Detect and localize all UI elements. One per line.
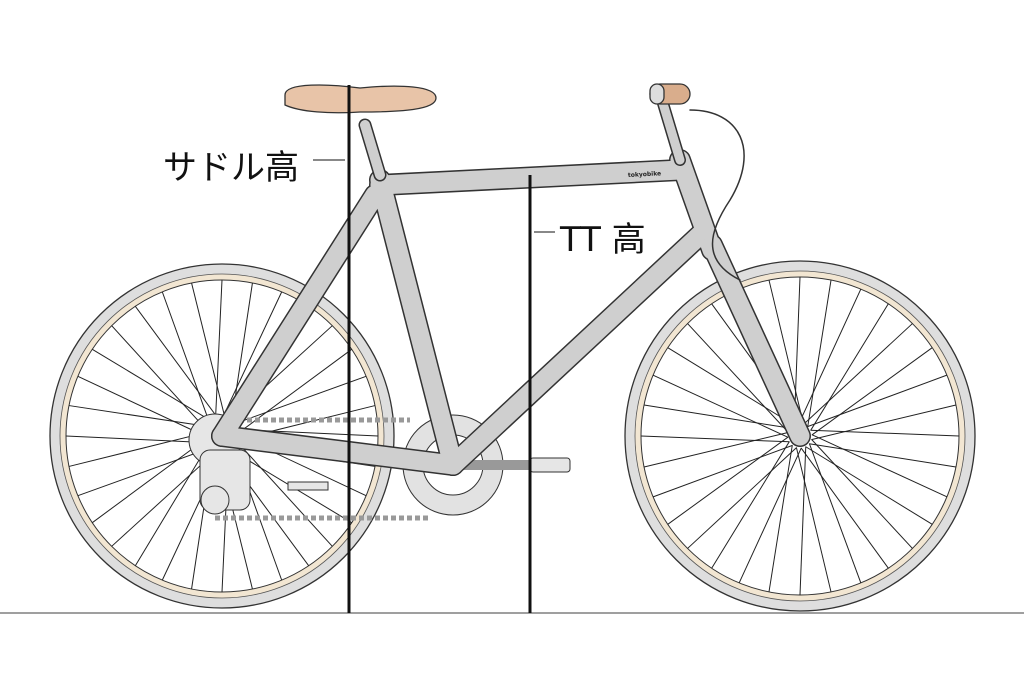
spoke <box>738 447 802 584</box>
spoke <box>810 303 889 431</box>
spoke <box>811 404 957 441</box>
spoke <box>803 323 913 425</box>
spoke <box>667 436 789 525</box>
spoke <box>795 447 832 593</box>
spoke <box>235 439 333 547</box>
spoke <box>768 445 793 593</box>
spoke <box>92 348 216 425</box>
spoke <box>807 279 832 427</box>
spoke <box>161 291 212 428</box>
spoke <box>643 431 789 468</box>
spoke <box>77 446 214 497</box>
spoke <box>220 291 283 423</box>
spoke <box>134 305 222 423</box>
spoke <box>810 429 960 437</box>
spoke <box>768 279 805 425</box>
spoke <box>800 447 889 569</box>
brand-label: tokyobike <box>628 170 662 179</box>
spoke <box>134 442 211 566</box>
spoke <box>687 447 797 549</box>
spoke <box>811 439 913 549</box>
spoke <box>111 325 209 433</box>
spoke <box>809 443 957 468</box>
spoke <box>687 323 789 433</box>
spoke <box>643 404 791 429</box>
spoke <box>799 446 807 596</box>
spoke <box>91 436 209 524</box>
spoke <box>65 435 210 444</box>
spoke <box>640 435 790 443</box>
spoke <box>68 431 209 467</box>
spoke <box>230 375 367 426</box>
spoke <box>652 374 789 438</box>
spoke <box>191 282 227 423</box>
saddle-height-label: サドル高 <box>163 148 299 188</box>
spoke <box>808 443 862 584</box>
spoke <box>807 374 948 428</box>
spoke <box>77 375 209 438</box>
saddle <box>284 84 437 114</box>
spoke <box>68 405 212 428</box>
top-tube-height-label: TT 高 <box>560 220 646 260</box>
spoke <box>652 444 793 498</box>
spoke <box>711 441 790 569</box>
spoke <box>811 434 948 498</box>
spoke <box>667 347 795 426</box>
spoke <box>805 446 933 525</box>
spoke <box>798 288 862 425</box>
spoke <box>811 347 933 436</box>
spoke <box>214 279 223 424</box>
